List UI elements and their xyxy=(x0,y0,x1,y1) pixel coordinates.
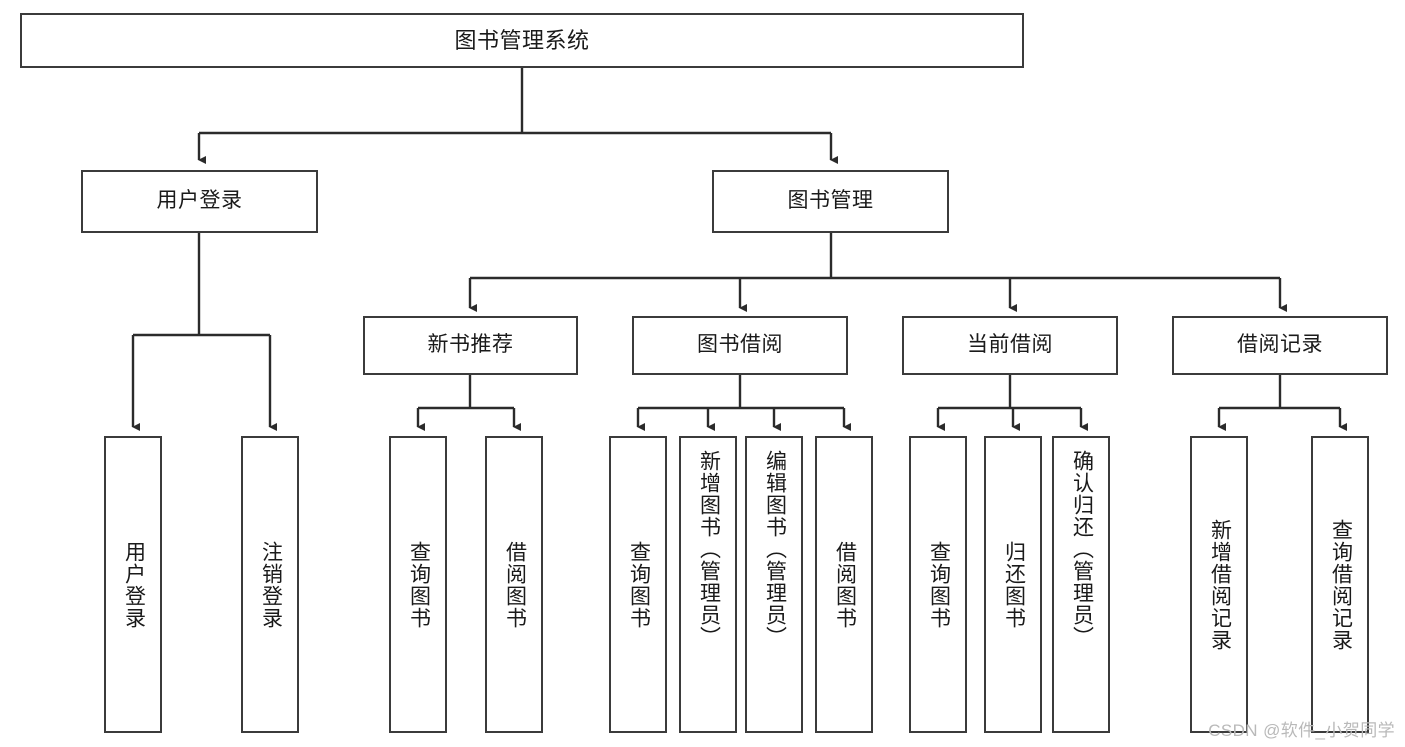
node-label: 图书管理系统 xyxy=(454,27,590,53)
node-label: 图书借阅 xyxy=(697,333,783,357)
leaf-user-logout[interactable]: 注销登录 xyxy=(241,436,299,733)
leaf-return-book[interactable]: 归还图书 xyxy=(984,436,1042,733)
node-borrow-record[interactable]: 借阅记录 xyxy=(1172,316,1388,375)
leaf-user-login[interactable]: 用户登录 xyxy=(104,436,162,733)
leaf-label: 新增图书（管理员） xyxy=(697,450,721,648)
leaf-borrow-book-1[interactable]: 借阅图书 xyxy=(485,436,543,733)
node-label: 新书推荐 xyxy=(427,333,514,357)
leaf-label: 借阅图书 xyxy=(503,540,527,629)
leaf-label: 查询图书 xyxy=(407,540,431,629)
leaf-label: 归还图书 xyxy=(1002,540,1026,629)
leaf-label: 借阅图书 xyxy=(833,540,857,629)
leaf-query-book-3[interactable]: 查询图书 xyxy=(909,436,967,733)
leaf-label: 确认归还（管理员） xyxy=(1070,450,1094,648)
leaf-label: 查询图书 xyxy=(927,540,951,629)
leaf-label: 新增借阅记录 xyxy=(1208,518,1232,651)
leaf-borrow-book-2[interactable]: 借阅图书 xyxy=(815,436,873,733)
leaf-label: 注销登录 xyxy=(259,540,283,629)
node-book-borrow[interactable]: 图书借阅 xyxy=(632,316,848,375)
leaf-add-book[interactable]: 新增图书（管理员） xyxy=(679,436,737,733)
leaf-query-book-2[interactable]: 查询图书 xyxy=(609,436,667,733)
node-label: 当前借阅 xyxy=(967,333,1053,357)
leaf-query-book-1[interactable]: 查询图书 xyxy=(389,436,447,733)
leaf-label: 编辑图书（管理员） xyxy=(763,450,787,648)
node-label: 借阅记录 xyxy=(1237,333,1323,357)
leaf-label: 用户登录 xyxy=(122,540,146,629)
leaf-label: 查询借阅记录 xyxy=(1329,518,1353,651)
node-user-login[interactable]: 用户登录 xyxy=(81,170,318,233)
leaf-edit-book[interactable]: 编辑图书（管理员） xyxy=(745,436,803,733)
node-book-manage[interactable]: 图书管理 xyxy=(712,170,949,233)
leaf-add-record[interactable]: 新增借阅记录 xyxy=(1190,436,1248,733)
leaf-query-record[interactable]: 查询借阅记录 xyxy=(1311,436,1369,733)
csdn-watermark: CSDN @软件_小贺同学 xyxy=(1208,721,1395,740)
node-label: 用户登录 xyxy=(156,189,243,213)
node-label: 图书管理 xyxy=(787,189,874,213)
leaf-label: 查询图书 xyxy=(627,540,651,629)
node-current-borrow[interactable]: 当前借阅 xyxy=(902,316,1118,375)
node-new-book-rec[interactable]: 新书推荐 xyxy=(363,316,578,375)
node-root-system[interactable]: 图书管理系统 xyxy=(20,13,1024,68)
leaf-confirm-return[interactable]: 确认归还（管理员） xyxy=(1052,436,1110,733)
